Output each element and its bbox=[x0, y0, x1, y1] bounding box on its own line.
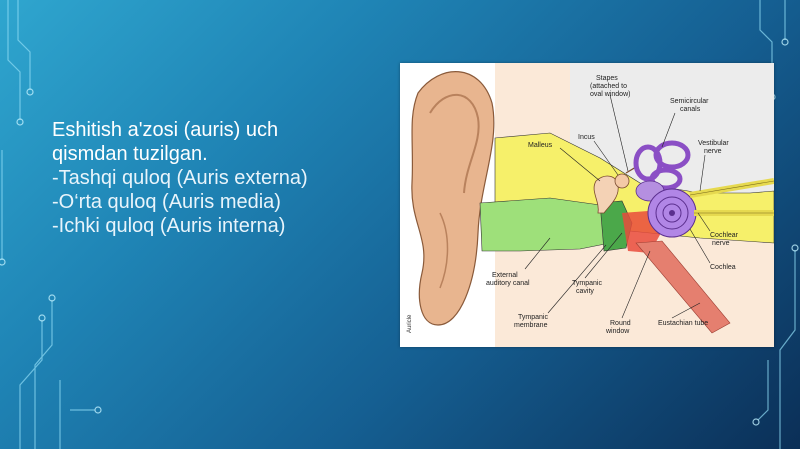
label-stapes-note-2: oval window) bbox=[590, 91, 630, 98]
text-line-2: qismdan tuzilgan. bbox=[52, 143, 208, 165]
label-semicircular-1: Semicircular bbox=[670, 98, 709, 105]
label-tympanic-membrane-1: Tympanic bbox=[518, 314, 548, 321]
label-auricle: Auricle bbox=[407, 314, 413, 333]
label-tympanic-cavity-2: cavity bbox=[576, 288, 594, 295]
label-cochlear-nerve-2: nerve bbox=[712, 240, 730, 247]
slide-body-text: Eshitish a'zosi (auris) uch qismdan tuzi… bbox=[52, 118, 382, 238]
label-cochlea: Cochlea bbox=[710, 264, 736, 271]
label-ext-canal-2: auditory canal bbox=[486, 280, 530, 287]
text-line-outer-ear: -Tashqi quloq (Auris externa) bbox=[52, 167, 308, 189]
label-tympanic-cavity-1: Tympanic bbox=[572, 280, 602, 287]
label-semicircular-2: canals bbox=[680, 106, 701, 113]
ear-diagram-svg: Stapes (attached to oval window) Semicir… bbox=[400, 63, 774, 347]
label-stapes-note-1: (attached to bbox=[590, 83, 627, 90]
label-vestibular-2: nerve bbox=[704, 148, 722, 155]
label-incus: Incus bbox=[578, 134, 595, 141]
text-line-inner-ear: -Ichki quloq (Auris interna) bbox=[52, 215, 286, 237]
label-stapes: Stapes bbox=[596, 75, 618, 82]
label-tympanic-membrane-2: membrane bbox=[514, 322, 548, 329]
label-ext-canal-1: External bbox=[492, 272, 518, 279]
label-eustachian-tube: Eustachian tube bbox=[658, 320, 708, 327]
label-malleus: Malleus bbox=[528, 142, 553, 149]
label-round-window-1: Round bbox=[610, 320, 631, 327]
text-line-middle-ear: -O‘rta quloq (Auris media) bbox=[52, 191, 281, 213]
label-cochlear-nerve-1: Cochlear bbox=[710, 232, 739, 239]
text-line-1: Eshitish a'zosi (auris) uch bbox=[52, 119, 279, 141]
label-vestibular-1: Vestibular bbox=[698, 140, 729, 147]
ear-anatomy-diagram: Stapes (attached to oval window) Semicir… bbox=[400, 63, 774, 347]
label-round-window-2: window bbox=[605, 328, 630, 335]
